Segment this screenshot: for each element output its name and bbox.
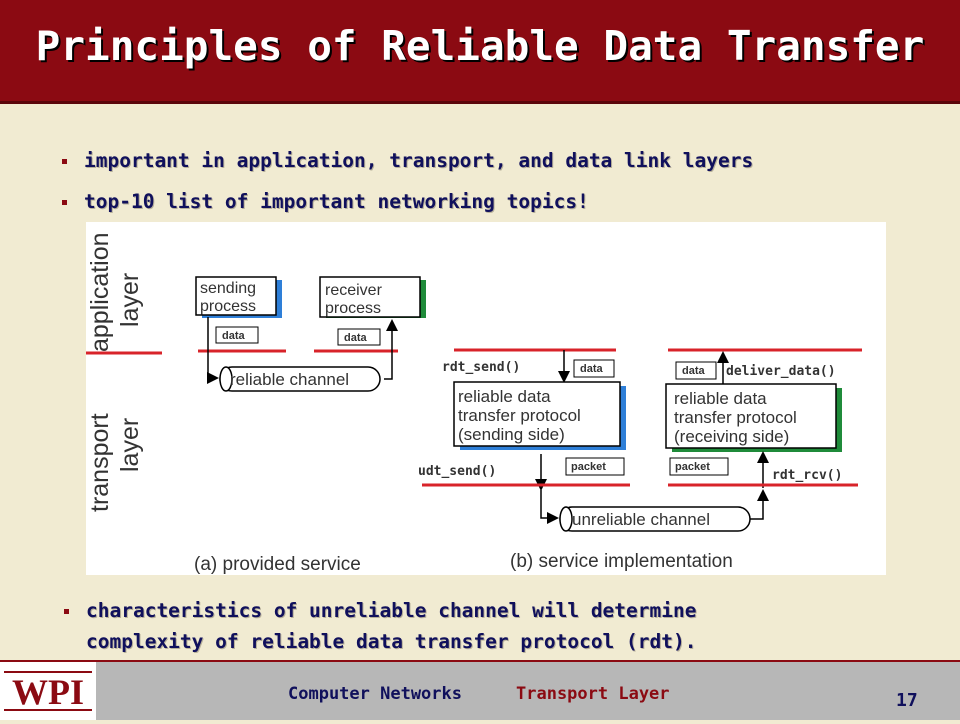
unreliable-channel-label: unreliable channel [572,510,710,529]
sender-protocol-line: transfer protocol [458,406,581,425]
receiver-protocol-box [665,383,837,449]
bullet-marker-icon [62,159,67,164]
caption-provided-service: (a) provided service [194,554,361,575]
unreliable-up-arrow [750,489,769,520]
unreliable-channel-end [559,506,573,532]
data-tag-label: data [344,332,368,344]
bullet-text-continuation: complexity of reliable data transfer pro… [86,630,697,653]
receiver-process-label-2: process [325,300,381,317]
data-tag [215,326,259,344]
application-layer-label-2: layer [116,273,144,327]
wpi-logo-icon: WPI [4,671,92,712]
bullet-item: characteristics of unreliable channel wi… [64,597,697,625]
rdt-rcv-label: rdt_rcv() [772,468,842,483]
sending-process-label-2: process [200,298,256,315]
packet-tag [565,457,625,476]
bullet-item: important in application, transport, and… [62,147,754,175]
provided-up-arrow [384,319,398,380]
footer-course: Computer Networks [288,684,462,704]
transport-layer-label: transport [86,413,114,512]
bullet-text: top-10 list of important networking topi… [84,190,589,213]
title-bar [0,0,960,104]
sender-protocol-line: (sending side) [458,425,565,444]
page-number: 17 [896,690,918,711]
data-tag [675,361,717,380]
receiver-protocol-line: reliable data [674,389,767,408]
sending-process-label: sending [200,280,256,297]
bullet-marker-icon [62,200,67,205]
receiver-protocol-line: transfer protocol [674,408,797,427]
bullet-marker-icon [64,609,69,614]
footer-bar [96,662,960,720]
sender-protocol-box [453,381,621,447]
udt-send-label: udt_send() [418,464,496,479]
footer-divider [0,660,960,662]
data-tag-label: data [580,363,604,375]
packet-tag-label: packet [571,461,606,473]
rdt-diagram: application layer transport layer sendin… [86,222,886,575]
receiver-protocol-line: (receiving side) [674,427,789,446]
bullet-item: top-10 list of important networking topi… [62,188,589,216]
wpi-logo-text: WPI [12,672,84,712]
packet-tag [669,457,729,476]
unreliable-down-arrow [540,490,559,524]
wpi-logo: WPI [0,662,96,720]
caption-service-implementation: (b) service implementation [510,551,733,572]
receiver-process-label: receiver [325,282,383,299]
rdt-diagram-svg: application layer transport layer sendin… [86,232,862,575]
reliable-channel-end [219,366,233,392]
data-tag-label: data [682,365,706,377]
sending-process-box [195,276,277,316]
receiver-process-box [319,276,421,318]
bullet-text: characteristics of unreliable channel wi… [86,599,697,622]
data-tag-label: data [222,330,246,342]
packet-tag-label: packet [675,461,710,473]
data-tag [337,328,381,346]
bullet-text: important in application, transport, and… [84,149,754,172]
deliver-data-label: deliver_data() [726,364,836,379]
rdt-send-label: rdt_send() [442,360,520,375]
provided-down-arrow [207,317,219,384]
footer-topic: Transport Layer [516,684,670,704]
data-tag [573,359,615,378]
application-layer-label: application [86,232,114,352]
slide-title: Principles of Reliable Data Transfer [35,22,925,70]
reliable-channel-label: reliable channel [230,370,349,389]
sender-protocol-line: reliable data [458,387,551,406]
transport-layer-label-2: layer [116,418,144,472]
